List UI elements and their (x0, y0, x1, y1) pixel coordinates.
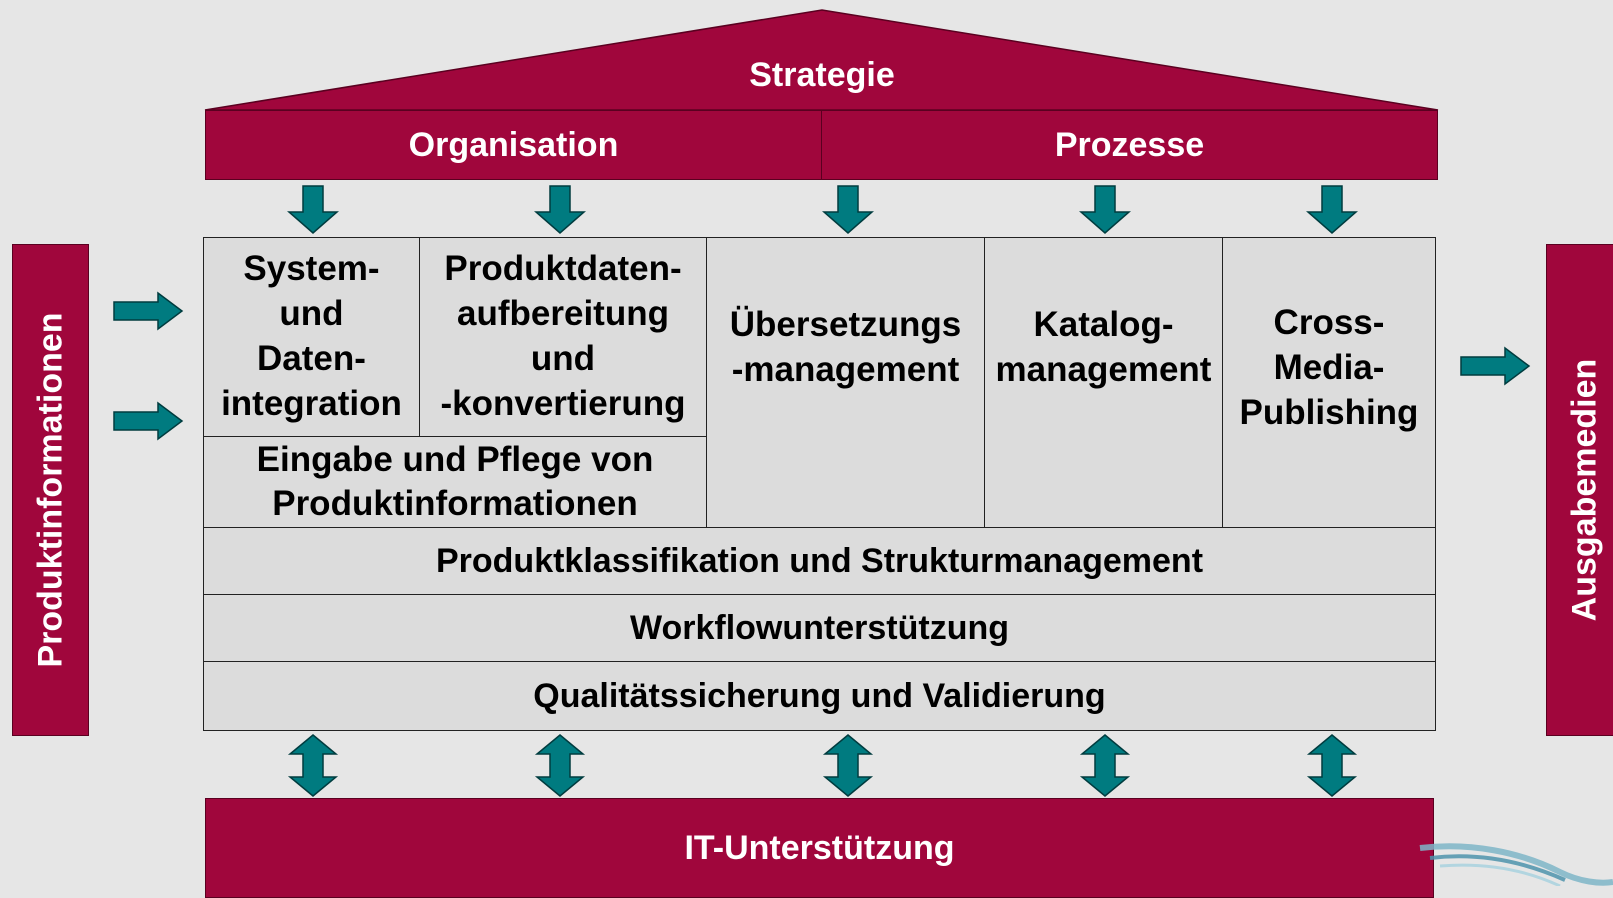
down-arrow-icon (535, 185, 585, 234)
ausgabemedien-pillar: Ausgabemedien (1546, 244, 1613, 736)
right-arrow-icon (113, 292, 183, 330)
it-unterstuetzung-label: IT-Unterstützung (684, 828, 955, 867)
down-arrow-icon (823, 185, 873, 234)
prozesse-label: Prozesse (1054, 125, 1205, 164)
decorative-swirl-icon (1419, 843, 1613, 886)
down-arrow-icon (1307, 185, 1357, 234)
updown-arrow-icon (824, 734, 872, 797)
layer-workflow: Workflowunterstützung (203, 594, 1436, 662)
down-arrow-icon (288, 185, 338, 234)
updown-arrow-icon (1081, 734, 1129, 797)
updown-arrow-icon (1308, 734, 1356, 797)
module-crossmedia: Cross- Media- Publishing (1222, 237, 1436, 528)
produktinformationen-pillar: Produktinformationen (12, 244, 89, 736)
organisation-bar: Organisation (205, 110, 822, 180)
module-katalog: Katalog- management (984, 237, 1223, 528)
right-arrow-icon (1460, 347, 1530, 385)
module-produktdaten: Produktdaten- aufbereitung und -konverti… (419, 237, 707, 437)
layer-qualitaet: Qualitätssicherung und Validierung (203, 661, 1436, 731)
layer-produktklassifikation: Produktklassifikation und Strukturmanage… (203, 527, 1436, 595)
right-arrow-icon (113, 402, 183, 440)
module-eingabe-pflege: Eingabe und Pflege von Produktinformatio… (203, 436, 707, 528)
roof-label: Strategie (749, 55, 895, 94)
updown-arrow-icon (289, 734, 337, 797)
it-unterstuetzung-bar: IT-Unterstützung (205, 798, 1434, 898)
module-system-integration: System- und Daten- integration (203, 237, 420, 437)
updown-arrow-icon (536, 734, 584, 797)
prozesse-bar: Prozesse (821, 110, 1438, 180)
organisation-label: Organisation (408, 125, 619, 164)
down-arrow-icon (1080, 185, 1130, 234)
